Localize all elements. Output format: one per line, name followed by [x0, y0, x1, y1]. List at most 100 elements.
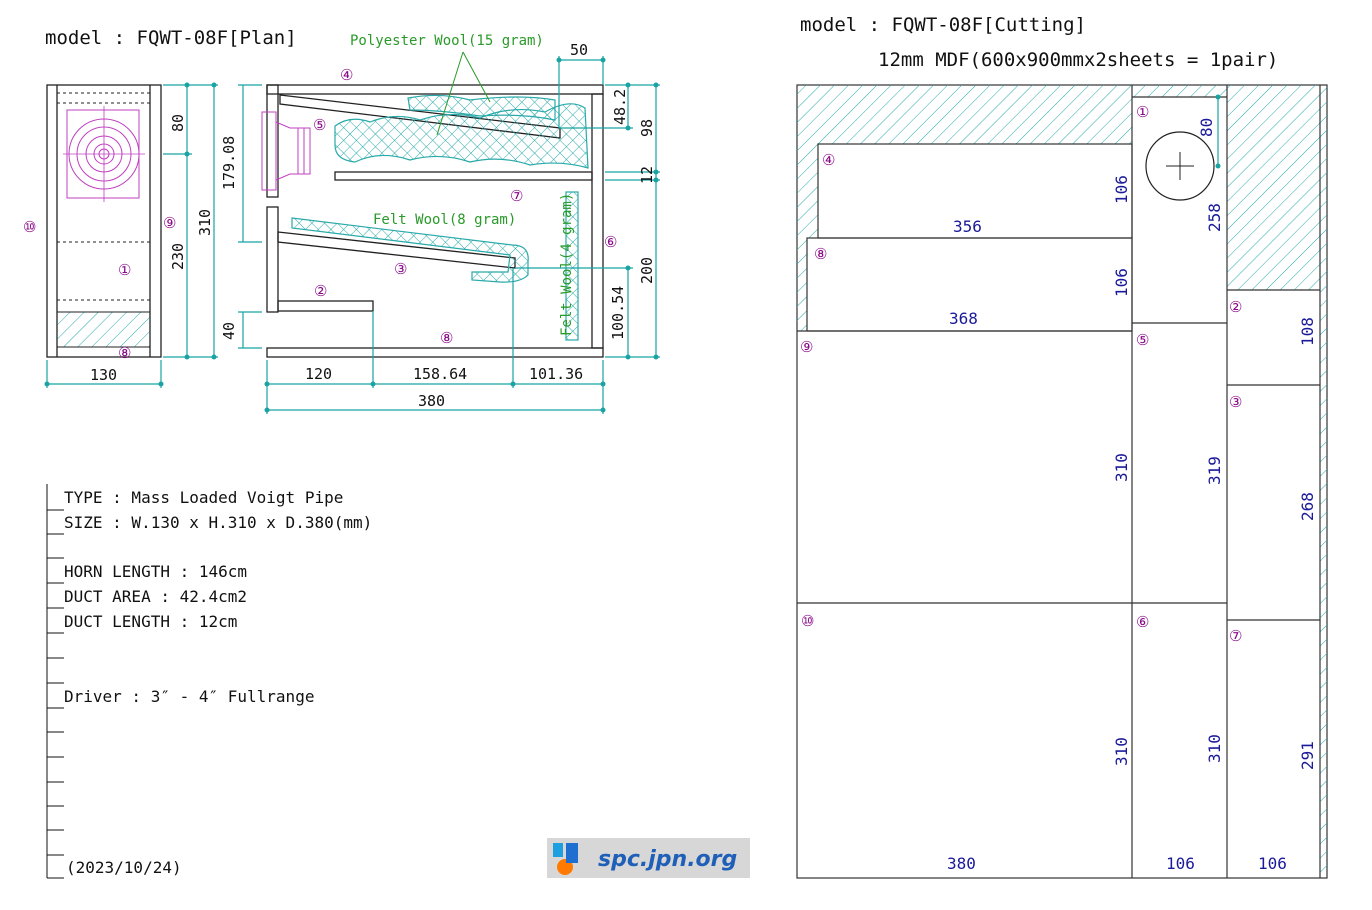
driver-front-icon	[63, 106, 145, 202]
dim-80: 80	[169, 114, 187, 132]
dim-98: 98	[638, 119, 656, 137]
front-duct-hatch	[56, 311, 151, 348]
label-polyester-wool: Polyester Wool(15 gram)	[350, 33, 544, 49]
cut-dim-1-hole: 80	[1197, 118, 1216, 137]
spc-logo-icon	[553, 843, 578, 875]
part-label-2: ②	[314, 282, 327, 300]
cut-label-6: ⑥	[1136, 613, 1149, 631]
cut-label-5: ⑤	[1136, 331, 1149, 349]
dim-dot	[625, 265, 631, 271]
dim-101: 101.36	[529, 365, 583, 383]
dim-dot	[370, 381, 376, 387]
waste-top-right	[1227, 85, 1327, 290]
cutting-subtitle: 12mm MDF(600x900mmx2sheets = 1pair)	[878, 49, 1278, 71]
felt-wool-4g-fill	[565, 191, 579, 341]
dim-dot	[653, 354, 659, 360]
part-label-4: ④	[340, 66, 353, 84]
waste-top-left	[797, 85, 1132, 144]
dim-dot	[653, 169, 659, 175]
dim-310: 310	[196, 209, 214, 236]
spec-driver: Driver : 3″ - 4″ Fullrange	[64, 687, 314, 706]
cut-dim-4-width: 356	[953, 217, 982, 236]
logo-text: spc.jpn.org	[598, 847, 737, 872]
polyester-wool-fill	[334, 103, 589, 169]
spec-type: TYPE : Mass Loaded Voigt Pipe	[64, 488, 343, 507]
dim-12: 12	[638, 166, 656, 184]
cut-label-9: ⑨	[800, 338, 813, 356]
spec-duct-area: DUCT AREA : 42.4cm2	[64, 587, 247, 606]
polyester-wool-upper	[407, 94, 556, 121]
part-label-9-front: ⑨	[163, 214, 176, 232]
dim-130: 130	[90, 366, 117, 384]
spec-size: SIZE : W.130 x H.310 x D.380(mm)	[64, 513, 372, 532]
dim-dot	[184, 82, 190, 88]
spec-duct-length: DUCT LENGTH : 12cm	[64, 612, 237, 631]
dim-380: 380	[418, 392, 445, 410]
site-logo[interactable]: spc.jpn.org	[547, 838, 750, 878]
panel-4-top	[266, 84, 604, 95]
cut-dim-7-height: 291	[1298, 741, 1317, 770]
logo-background	[547, 838, 750, 878]
dim-dot	[264, 381, 270, 387]
dim-dot	[600, 57, 606, 63]
spec-date: (2023/10/24)	[66, 858, 182, 877]
dim-dot	[600, 381, 606, 387]
cut-dim-6-height: 310	[1205, 734, 1224, 763]
waste-left-lower	[797, 238, 807, 331]
part-label-10-front: ⑩	[23, 218, 36, 236]
part-label-5: ⑤	[313, 116, 326, 134]
dim-179: 179.08	[220, 136, 238, 190]
panel-7-shelf	[334, 171, 593, 181]
dim-dot	[625, 125, 631, 131]
spec-block: TYPE : Mass Loaded Voigt Pipe SIZE : W.1…	[46, 484, 372, 879]
leader-line	[462, 51, 491, 103]
panel-6-rear	[591, 93, 604, 349]
dim-dot	[556, 57, 562, 63]
leader-line	[436, 51, 464, 136]
front-baffle-outline	[46, 84, 162, 358]
waste-left-upper	[797, 144, 818, 238]
cut-label-7: ⑦	[1229, 627, 1242, 645]
front-view: ① ⑧ ⑩ ⑨ 130 80 230 310	[23, 82, 218, 388]
dim-40: 40	[220, 322, 238, 340]
dim-50: 50	[570, 41, 588, 59]
panel-8-bottom	[266, 347, 604, 358]
dim-dot	[184, 354, 190, 360]
dim-dot	[625, 82, 631, 88]
dim-100: 100.54	[609, 286, 627, 340]
dim-dot	[625, 354, 631, 360]
driver-hole-icon	[1145, 94, 1221, 201]
part-label-7: ⑦	[510, 187, 523, 205]
cut-label-8: ⑧	[814, 245, 827, 263]
spec-horn-length: HORN LENGTH : 146cm	[64, 562, 247, 581]
dim-dot	[44, 381, 50, 387]
dim-200: 200	[638, 257, 656, 284]
panel-2-duct	[277, 300, 374, 312]
dim-dot	[653, 82, 659, 88]
cut-label-3: ③	[1229, 393, 1242, 411]
waste-part1-top	[1132, 85, 1227, 97]
cut-dim-7-width: 106	[1258, 854, 1287, 873]
cut-label-10: ⑩	[801, 612, 814, 630]
dim-dot	[264, 407, 270, 413]
cut-dim-5-height: 319	[1205, 456, 1224, 485]
cut-dim-2-height: 108	[1298, 317, 1317, 346]
dim-230: 230	[169, 243, 187, 270]
felt-wool-8g-fill	[291, 217, 529, 283]
driver-side-icon	[261, 111, 311, 191]
cut-label-1: ①	[1136, 103, 1149, 121]
dim-158: 158.64	[413, 365, 467, 383]
label-felt-wool-8g: Felt Wool(8 gram)	[373, 212, 516, 228]
cut-dim-8-width: 368	[949, 309, 978, 328]
part-label-8: ⑧	[440, 329, 453, 347]
dim-dot	[211, 354, 217, 360]
label-felt-wool-4g: Felt Wool(4 gram)	[559, 193, 575, 336]
dim-dot	[184, 151, 190, 157]
cut-dim-10-width: 380	[947, 854, 976, 873]
plan-title: model : FQWT-08F[Plan]	[45, 27, 297, 49]
part-label-1-front: ①	[118, 261, 131, 279]
cutting-sheet: ④ ⑧ ⑨ ⑩ ① ⑤ ⑥ ② ③ ⑦ 356 106 368 106 310 …	[796, 84, 1328, 879]
cut-dim-9-height: 310	[1112, 453, 1131, 482]
cutting-title: model : FQWT-08F[Cutting]	[800, 14, 1086, 36]
